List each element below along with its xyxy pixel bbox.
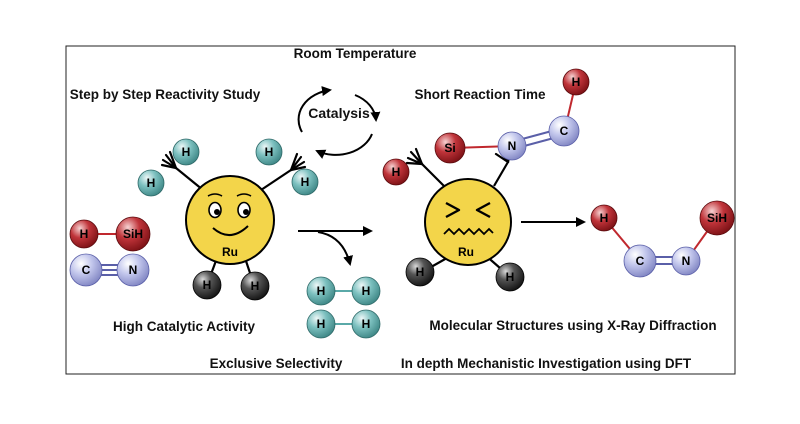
hydrogen-atom-label: H <box>182 145 191 159</box>
ru-face <box>185 175 275 265</box>
molecular-structures-label: Molecular Structures using X-Ray Diffrac… <box>429 318 716 333</box>
hydrogen-atom-label: H <box>251 279 260 293</box>
silylimine-product: H C N SiH <box>590 200 735 278</box>
high-catalytic-activity-label: High Catalytic Activity <box>113 319 256 334</box>
hydrogen-atom-label: H <box>362 317 371 331</box>
nitrogen-atom-label: N <box>129 263 138 277</box>
nitrile-molecule: C N <box>69 253 150 287</box>
hydrogen-atom-label: H <box>416 265 425 279</box>
hydrosilane-molecule: H SiH <box>69 216 151 252</box>
step-by-step-label: Step by Step Reactivity Study <box>70 87 261 102</box>
catalysis-cycle: Catalysis <box>297 86 381 159</box>
hydrogen-atom-label: H <box>506 270 515 284</box>
hydrogen-atom-label: H <box>203 278 212 292</box>
carbon-atom-label: C <box>560 124 569 138</box>
room-temperature-label: Room Temperature <box>294 46 417 61</box>
exclusive-selectivity-label: Exclusive Selectivity <box>210 356 343 371</box>
hydrogen-atom-label: H <box>147 176 156 190</box>
carbon-atom-label: C <box>82 263 91 277</box>
hydrogen-atom-label: H <box>317 317 326 331</box>
hydrogen-atom-label: H <box>392 165 401 179</box>
silyl-atom-label: SiH <box>123 227 143 241</box>
silyl-atom-label: SiH <box>707 211 727 225</box>
carbon-atom-label: C <box>636 254 645 268</box>
hydrogen-atom-label: H <box>362 284 371 298</box>
hydrogen-atom-label: H <box>80 227 89 241</box>
left-hand-icon <box>405 147 424 166</box>
hydrogen-atom-label: H <box>572 75 581 89</box>
silicon-atom-label: Si <box>444 141 455 155</box>
reaction-arrow-1 <box>298 226 373 266</box>
dihydrogen-molecules: H H H H <box>306 276 381 339</box>
hydrogen-atom-label: H <box>600 211 609 225</box>
catalysis-label: Catalysis <box>308 105 370 121</box>
short-reaction-time-label: Short Reaction Time <box>414 87 546 102</box>
ru-face <box>424 178 512 266</box>
ruthenium-catalyst-strained: Ru H Si N C H H H <box>382 68 590 292</box>
nitrogen-atom-label: N <box>682 254 691 268</box>
mechanistic-investigation-label: In depth Mechanistic Investigation using… <box>401 356 692 371</box>
hydrogen-atom-label: H <box>317 284 326 298</box>
hydrogen-atom-label: H <box>301 175 310 189</box>
ruthenium-catalyst-happy: Ru H H H H H H <box>137 138 319 301</box>
ru-label-1: Ru <box>222 245 238 259</box>
right-hand-icon <box>289 152 307 172</box>
left-hand-icon <box>160 150 178 170</box>
ru-label-2: Ru <box>458 245 474 259</box>
frame-border <box>65 45 736 375</box>
nitrogen-atom-label: N <box>508 139 517 153</box>
hydrogen-atom-label: H <box>265 145 274 159</box>
